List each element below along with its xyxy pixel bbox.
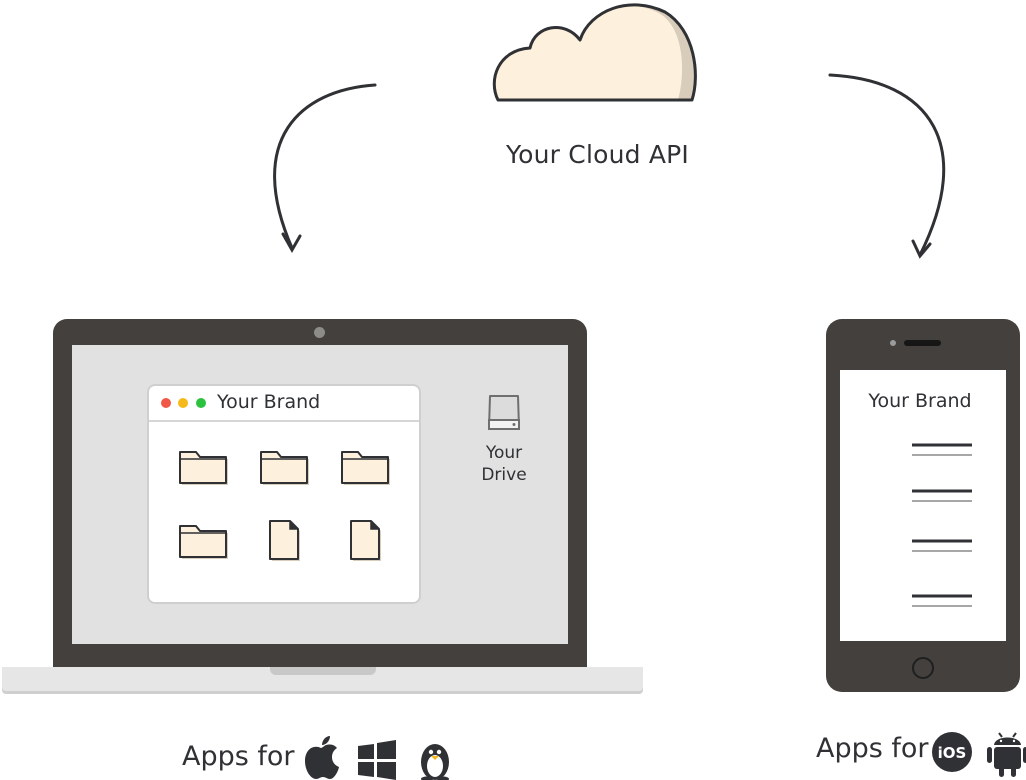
phone-home-button[interactable]	[912, 657, 934, 679]
apple-icon	[305, 736, 339, 779]
linux-icon	[421, 744, 449, 780]
cloud-api-title: Your Cloud API	[505, 140, 690, 169]
laptop-notch	[270, 667, 376, 675]
cloud-icon	[492, 3, 697, 102]
window-close-button[interactable]	[161, 398, 171, 408]
ios-badge-text: iOS	[938, 744, 967, 762]
brand-app-window: Your Brand	[147, 384, 421, 604]
arrow-cloud-to-phone	[828, 73, 946, 259]
window-titlebar: Your Brand	[149, 386, 419, 422]
phone-app-title: Your Brand	[868, 390, 972, 412]
windows-icon	[358, 740, 396, 780]
ios-icon: iOS	[932, 732, 972, 772]
drive-label-line1: Your	[485, 443, 523, 463]
apps-for-desktop-label: Apps for	[182, 741, 295, 772]
phone-speaker	[904, 340, 941, 346]
drive-icon[interactable]	[488, 395, 520, 430]
arrow-cloud-to-laptop	[273, 83, 377, 254]
phone-camera	[890, 340, 896, 346]
window-title: Your Brand	[217, 391, 321, 413]
android-icon	[987, 732, 1026, 777]
window-maximize-button[interactable]	[196, 398, 206, 408]
apps-for-mobile-label: Apps for	[816, 733, 929, 764]
drive-label-line2: Drive	[481, 465, 527, 485]
window-minimize-button[interactable]	[178, 398, 188, 408]
drive-label: Your Drive	[466, 442, 542, 486]
laptop-camera	[314, 327, 325, 338]
